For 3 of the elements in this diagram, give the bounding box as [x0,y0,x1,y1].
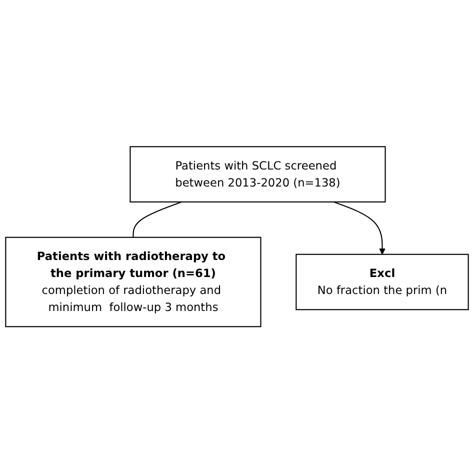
node-box: Excl No fraction the prim (n [296,254,469,310]
node-box: Patients with SCLC screened between 2013-2020 (n=138) [130,146,386,203]
node-box: Patients with radiotherapy to the primary tumor (n=61) completion of radiotherapy and minimum follow-up 3 months [5,237,262,328]
